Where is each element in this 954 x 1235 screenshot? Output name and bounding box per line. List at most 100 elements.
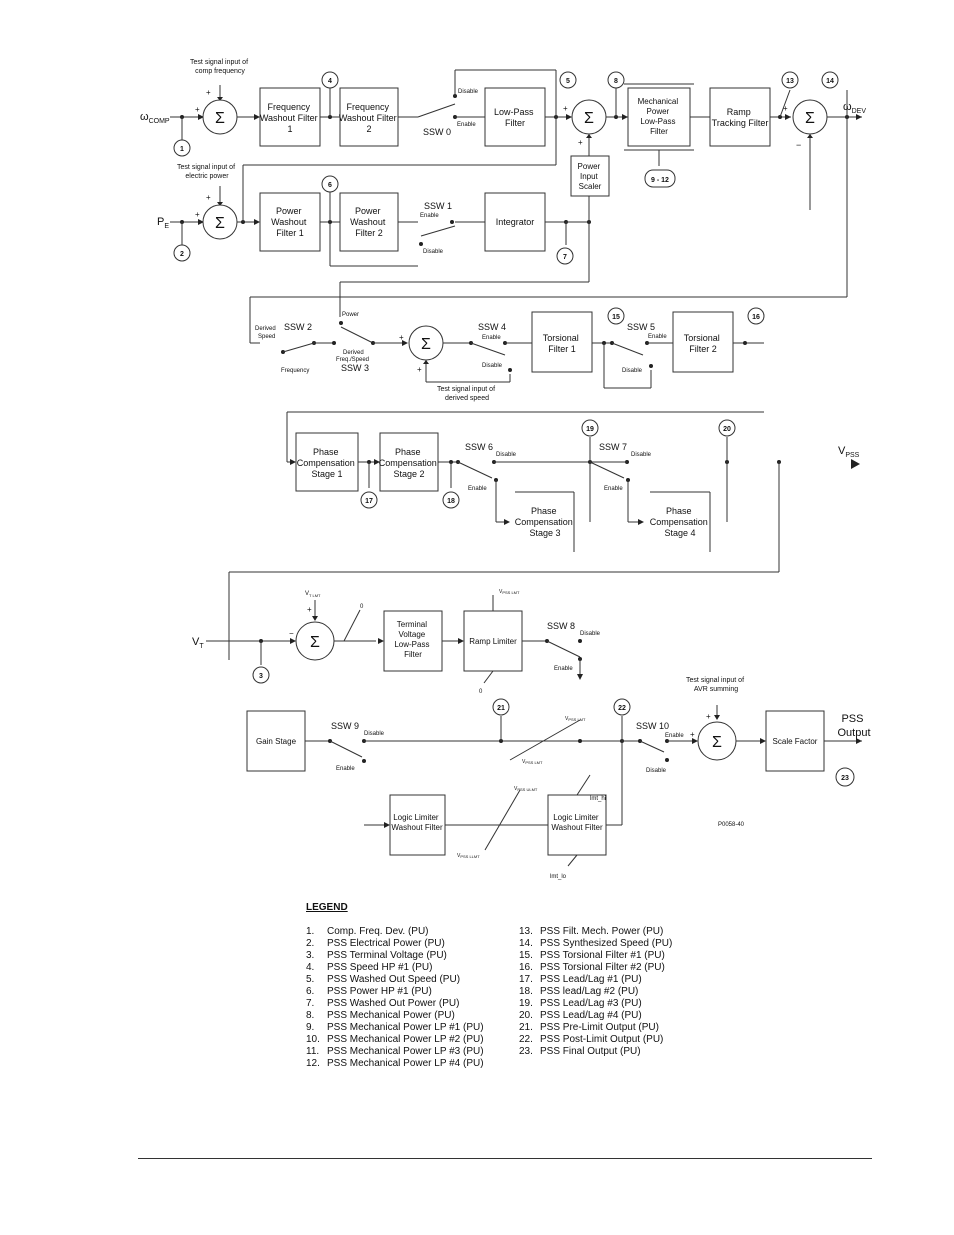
svg-text:Enable: Enable (420, 213, 439, 219)
legend-item: 20.PSS Lead/Lag #4 (PU) (519, 1010, 642, 1021)
legend-right-column: 13.PSS Filt. Mech. Power (PU) 14.PSS Syn… (519, 926, 672, 1058)
svg-text:lmt_lo: lmt_lo (550, 874, 567, 880)
legend-item: 19.PSS Lead/Lag #3 (PU) (519, 998, 642, 1009)
pss-block-diagram: ωCOMP Test signal input of comp frequenc… (140, 59, 871, 880)
svg-text:−: − (289, 629, 294, 638)
svg-text:VPSS ULMT: VPSS ULMT (514, 786, 538, 792)
svg-text:17: 17 (365, 498, 373, 505)
svg-text:Logic Limiter Washout Fi: Logic Limiter Washout Filter (551, 813, 603, 832)
svg-text:lmt_hi: lmt_hi (590, 796, 606, 802)
svg-text:Σ: Σ (712, 734, 722, 751)
node-5: 5 (559, 71, 577, 89)
svg-text:VPSS LLMT: VPSS LLMT (457, 853, 480, 859)
svg-text:+: + (417, 365, 422, 374)
svg-text:20: 20 (723, 426, 731, 433)
terminal-voltage-low-pass-filter (383, 610, 443, 672)
svg-text:Power Input Scaler: Power Input Scaler (578, 162, 603, 191)
node-20: 20 (718, 419, 736, 437)
svg-text:7: 7 (563, 254, 567, 261)
svg-text:+: + (195, 105, 200, 114)
svg-text:Derived: Derived (343, 350, 364, 356)
node-14: 14 (821, 71, 839, 89)
ssw7-label: SSW 7 (599, 442, 627, 452)
node-22: 22 (613, 698, 631, 716)
svg-text:VPSS LMT: VPSS LMT (499, 589, 520, 595)
phase-comp-stage-1 (295, 432, 359, 492)
logic-limiter-washout-b (547, 794, 607, 856)
svg-text:Speed: Speed (258, 334, 275, 340)
vpss-label: VPSS (838, 445, 860, 459)
node-23: 23 (835, 767, 855, 787)
svg-text:VT LMT: VT LMT (305, 591, 321, 598)
svg-text:8: 8 (614, 78, 618, 85)
svg-text:1: 1 (180, 146, 184, 153)
phase-comp-stage-2 (379, 432, 439, 492)
svg-text:+: + (206, 193, 211, 202)
legend-item: 9.PSS Mechanical Power LP #1 (PU) (306, 1022, 484, 1033)
svg-text:+: + (783, 104, 788, 113)
svg-text:0: 0 (479, 689, 483, 695)
svg-text:Frequency Washout Filter: Frequency Washout Filter 1 (260, 102, 320, 134)
svg-text:Derived: Derived (255, 326, 276, 332)
integrator (484, 192, 546, 252)
svg-text:+: + (706, 712, 711, 721)
svg-text:14: 14 (826, 78, 834, 85)
svg-text:Freq./Speed: Freq./Speed (336, 357, 369, 363)
node-18: 18 (442, 491, 460, 509)
row-torsional-path: Derived Speed SSW 2 Frequency Power Deri… (249, 296, 847, 402)
ssw6-label: SSW 6 (465, 442, 493, 452)
svg-text:Σ: Σ (421, 336, 431, 353)
legend-item: 18.PSS lead/Lag #2 (PU) (519, 986, 639, 997)
ssw9-label: SSW 9 (331, 721, 359, 731)
test-signal-derived-speed: Test signal input of derived speed (437, 386, 497, 402)
node-17: 17 (360, 491, 378, 509)
svg-text:15: 15 (612, 314, 620, 321)
svg-text:Disable: Disable (580, 631, 601, 637)
svg-text:Enable: Enable (604, 486, 623, 492)
svg-text:19: 19 (586, 426, 594, 433)
svg-text:16: 16 (752, 314, 760, 321)
legend-item: 5.PSS Washed Out Speed (PU) (306, 974, 461, 985)
svg-text:Enable: Enable (457, 122, 476, 128)
svg-text:Disable: Disable (496, 452, 517, 458)
omega-dev-label: ωDEV (843, 101, 866, 115)
row-phase-compensation: Phase Compensation Stage 1 Phase Compens… (286, 411, 860, 572)
svg-text:Integrator: Integrator (496, 217, 535, 227)
svg-text:18: 18 (447, 498, 455, 505)
svg-text:Σ: Σ (215, 110, 225, 127)
node-21: 21 (492, 698, 510, 716)
ssw0-label: SSW 0 (423, 127, 451, 137)
svg-text:9 - 12: 9 - 12 (651, 177, 669, 184)
legend-item: 2.PSS Electrical Power (PU) (306, 938, 445, 949)
legend-item: 4.PSS Speed HP #1 (PU) (306, 962, 433, 973)
svg-text:Σ: Σ (584, 110, 594, 127)
row-logic-limiter: Logic Limiter Washout Filter VPSS ULMT V… (364, 774, 745, 880)
svg-text:+: + (399, 333, 404, 342)
legend-item: 16.PSS Torsional Filter #2 (PU) (519, 962, 665, 973)
pe-label: PE (157, 216, 169, 230)
legend-left-column: 1.Comp. Freq. Dev. (PU) 2.PSS Electrical… (306, 926, 484, 1070)
node-15: 15 (607, 307, 625, 325)
svg-text:Σ: Σ (805, 110, 815, 127)
svg-text:Power: Power (342, 312, 359, 318)
row-terminal-voltage: VT − VT LMT + Σ 0 Terminal Voltage Low-P… (192, 571, 871, 825)
svg-text:Scale Factor: Scale Factor (773, 737, 818, 746)
svg-text:Logic Limiter Washout Fi: Logic Limiter Washout Filter (391, 813, 443, 832)
footer-rule (138, 1158, 872, 1159)
ssw8-label: SSW 8 (547, 621, 575, 631)
svg-text:Disable: Disable (482, 363, 503, 369)
freq-washout-filter-1 (259, 87, 321, 147)
svg-text:22: 22 (618, 705, 626, 712)
ssw2-label: SSW 2 (284, 322, 312, 332)
svg-text:5: 5 (566, 78, 570, 85)
power-input-scaler (570, 155, 610, 197)
svg-text:4: 4 (328, 78, 332, 85)
pss-output-label: PSS Output (837, 713, 870, 739)
figure-code: P0058-40 (718, 822, 745, 828)
legend-item: 11.PSS Mechanical Power LP #3 (PU) (306, 1046, 484, 1057)
test-signal-electric-power: Test signal input of electric power (177, 164, 237, 180)
svg-text:Torsional Filter 1: Torsional Filter 1 (543, 333, 582, 354)
torsional-filter-2 (672, 311, 734, 373)
legend-item: 23.PSS Final Output (PU) (519, 1046, 641, 1057)
node-19: 19 (581, 419, 599, 437)
